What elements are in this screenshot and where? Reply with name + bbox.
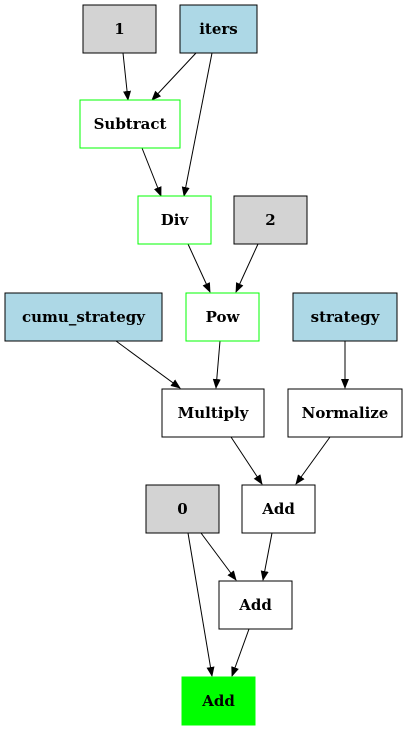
node-div: Div bbox=[137, 195, 212, 245]
edge-2-to-pow bbox=[235, 243, 259, 293]
node-multiply: Multiply bbox=[161, 388, 265, 438]
edges bbox=[115, 52, 349, 677]
node-add-output: Add bbox=[181, 676, 256, 726]
node-add-1: Add bbox=[241, 484, 316, 534]
edge-0-to-output-add bbox=[187, 532, 215, 677]
node-label-0: 0 bbox=[177, 500, 187, 518]
edge-add-to-output-add bbox=[231, 628, 250, 677]
node-label-div: Div bbox=[161, 211, 190, 229]
node-normalize: Normalize bbox=[287, 388, 403, 438]
node-label-subtract: Subtract bbox=[94, 115, 167, 133]
edge-div-to-pow bbox=[187, 243, 211, 293]
node-label-2: 2 bbox=[265, 211, 275, 229]
edge-0-to-add bbox=[200, 532, 237, 581]
node-const-0: 0 bbox=[145, 484, 220, 534]
node-label-add-1: Add bbox=[261, 500, 295, 518]
node-label-normalize: Normalize bbox=[302, 404, 389, 422]
node-label-pow: Pow bbox=[206, 308, 241, 326]
node-const-2: 2 bbox=[233, 195, 308, 245]
node-subtract: Subtract bbox=[79, 99, 181, 149]
edge-1-to-subtract bbox=[122, 52, 132, 101]
node-label-add-2: Add bbox=[238, 596, 272, 614]
node-iters: iters bbox=[179, 4, 258, 54]
edge-normalize-to-add bbox=[295, 436, 331, 485]
edge-add-to-add bbox=[260, 532, 273, 581]
edge-multiply-to-add bbox=[230, 436, 263, 485]
node-label-1: 1 bbox=[114, 20, 124, 38]
node-add-2: Add bbox=[218, 580, 293, 630]
edge-iters-to-div bbox=[181, 52, 213, 197]
edge-pow-to-multiply bbox=[212, 340, 221, 389]
edge-subtract-to-div bbox=[141, 147, 162, 197]
node-label-add-output: Add bbox=[201, 692, 235, 710]
node-label-multiply: Multiply bbox=[178, 404, 250, 422]
edge-cumu-strategy-to-multiply bbox=[115, 340, 181, 389]
node-label-strategy: strategy bbox=[311, 308, 381, 326]
node-label-cumu-strategy: cumu_strategy bbox=[22, 308, 146, 326]
node-label-iters: iters bbox=[199, 20, 238, 38]
edge-iters-to-subtract bbox=[151, 52, 197, 101]
node-cumu-strategy: cumu_strategy bbox=[4, 292, 163, 342]
node-const-1: 1 bbox=[82, 4, 157, 54]
node-pow: Pow bbox=[185, 292, 260, 342]
node-strategy: strategy bbox=[292, 292, 398, 342]
